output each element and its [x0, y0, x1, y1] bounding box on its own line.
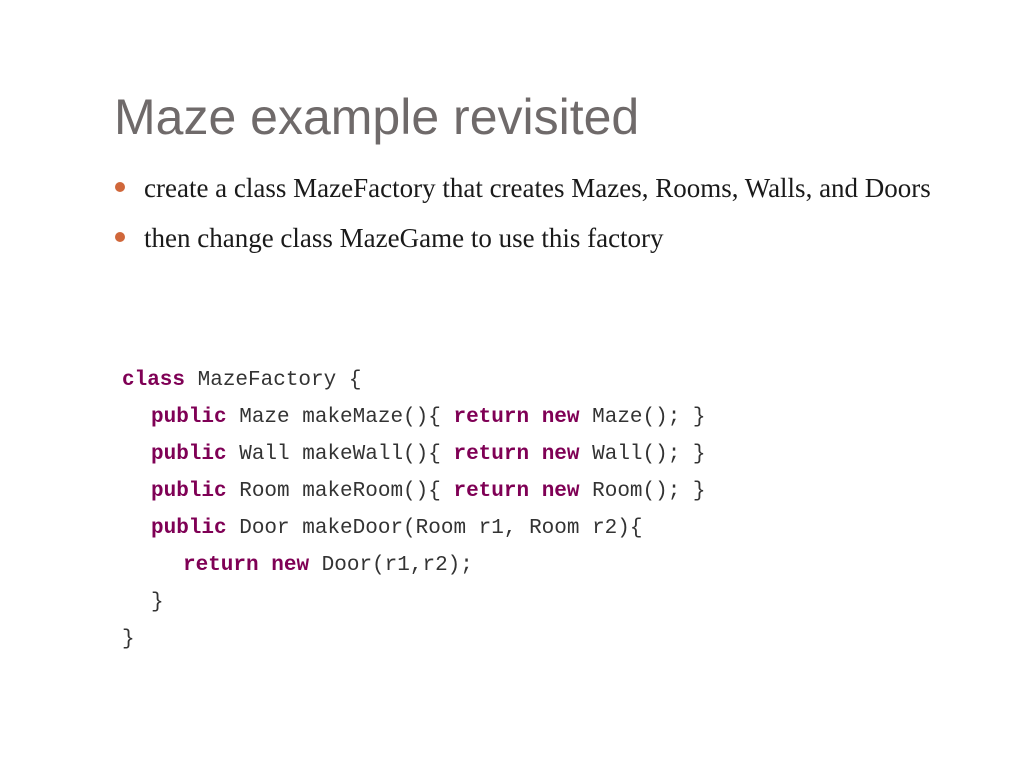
code-keyword: return [453, 480, 530, 503]
code-keyword: public [151, 517, 227, 540]
code-text: } [122, 628, 135, 651]
code-text: Maze(); } [579, 406, 706, 429]
code-keyword: public [151, 480, 227, 503]
code-line: public Room makeRoom(){ return new Room(… [122, 473, 706, 510]
code-text: Room makeRoom(){ [226, 480, 454, 503]
code-keyword: new [541, 480, 580, 503]
code-keyword: public [151, 443, 227, 466]
code-text: Room(); } [579, 480, 706, 503]
code-line: public Maze makeMaze(){ return new Maze(… [122, 399, 706, 436]
code-text: Wall(); } [579, 443, 706, 466]
bullet-dot-icon [115, 232, 125, 242]
bullet-item: then change class MazeGame to use this f… [112, 218, 962, 258]
bullet-text: then change class MazeGame to use this f… [144, 223, 664, 253]
code-line: } [122, 621, 706, 658]
bullet-item: create a class MazeFactory that creates … [112, 168, 962, 208]
code-line: public Door makeDoor(Room r1, Room r2){ [122, 510, 706, 547]
code-text: Wall makeWall(){ [226, 443, 454, 466]
code-text: Maze makeMaze(){ [226, 406, 454, 429]
bullet-dot-icon [115, 182, 125, 192]
code-keyword: return [453, 443, 530, 466]
code-line: return new Door(r1,r2); [122, 547, 706, 584]
slide-title: Maze example revisited [114, 89, 640, 145]
code-line: } [122, 584, 706, 621]
code-keyword: new [541, 406, 580, 429]
bullet-list: create a class MazeFactory that creates … [112, 168, 962, 258]
code-keyword: public [151, 406, 227, 429]
code-keyword: return [183, 554, 259, 577]
code-block: class MazeFactory { public Maze makeMaze… [122, 362, 706, 658]
code-keyword: return [453, 406, 530, 429]
bullet-text: create a class MazeFactory that creates … [144, 173, 931, 203]
code-text: MazeFactory { [185, 369, 362, 392]
code-line: class MazeFactory { [122, 362, 706, 399]
code-keyword: new [541, 443, 580, 466]
code-text: Door(r1,r2); [309, 554, 473, 577]
code-line: public Wall makeWall(){ return new Wall(… [122, 436, 706, 473]
code-keyword: new [271, 554, 310, 577]
code-text: } [151, 591, 164, 614]
code-keyword: class [122, 369, 186, 392]
code-text: Door makeDoor(Room r1, Room r2){ [226, 517, 643, 540]
